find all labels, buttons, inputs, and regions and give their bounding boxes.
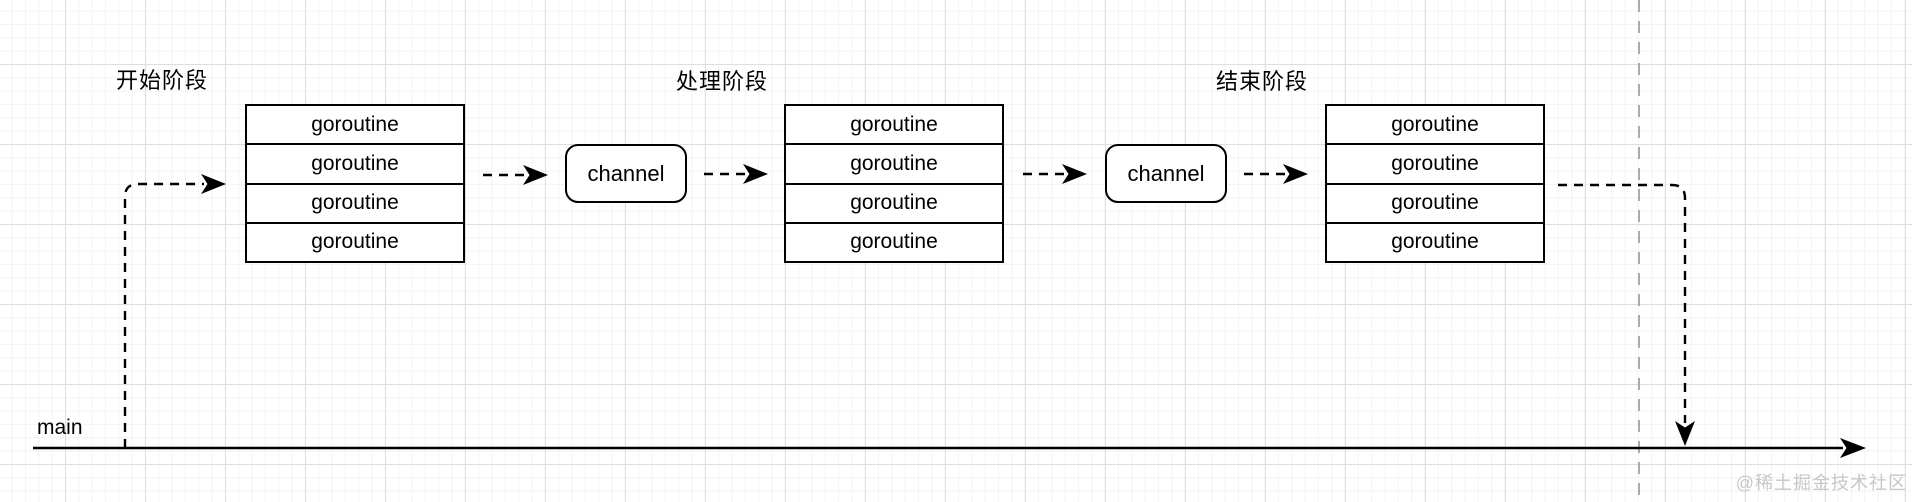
stage-label-start: 开始阶段	[116, 68, 209, 93]
arrow-main-to-stage1	[123, 182, 204, 448]
watermark: @稀土掘金技术社区	[1735, 473, 1907, 493]
goroutine-box: goroutine	[247, 182, 463, 222]
arrowhead-right-icon	[201, 174, 226, 194]
arrowhead-right-icon	[1840, 438, 1866, 458]
stage-label-end: 结束阶段	[1216, 69, 1309, 94]
arrowhead-right-icon	[1283, 164, 1308, 184]
goroutine-stack-2: goroutine goroutine goroutine goroutine	[784, 104, 1004, 263]
stage-label-process: 处理阶段	[676, 69, 769, 94]
arrow-stage3-to-main	[1558, 183, 1687, 423]
goroutine-stack-3: goroutine goroutine goroutine goroutine	[1325, 104, 1545, 263]
channel-box-2: channel	[1105, 144, 1227, 203]
arrowhead-right-icon	[523, 165, 548, 185]
goroutine-box: goroutine	[1327, 182, 1543, 222]
goroutine-box: goroutine	[247, 143, 463, 183]
goroutine-box: goroutine	[1327, 221, 1543, 261]
goroutine-stack-1: goroutine goroutine goroutine goroutine	[245, 104, 465, 263]
channel-box-1: channel	[565, 144, 687, 203]
goroutine-box: goroutine	[786, 106, 1002, 144]
arrowhead-right-icon	[743, 164, 768, 184]
goroutine-box: goroutine	[1327, 106, 1543, 144]
goroutine-box: goroutine	[247, 221, 463, 261]
goroutine-box: goroutine	[1327, 143, 1543, 183]
goroutine-box: goroutine	[786, 221, 1002, 261]
goroutine-box: goroutine	[247, 106, 463, 144]
arrowhead-right-icon	[1062, 164, 1087, 184]
arrowhead-down-icon	[1675, 421, 1695, 446]
goroutine-box: goroutine	[786, 143, 1002, 183]
main-label: main	[37, 416, 83, 439]
goroutine-box: goroutine	[786, 182, 1002, 222]
